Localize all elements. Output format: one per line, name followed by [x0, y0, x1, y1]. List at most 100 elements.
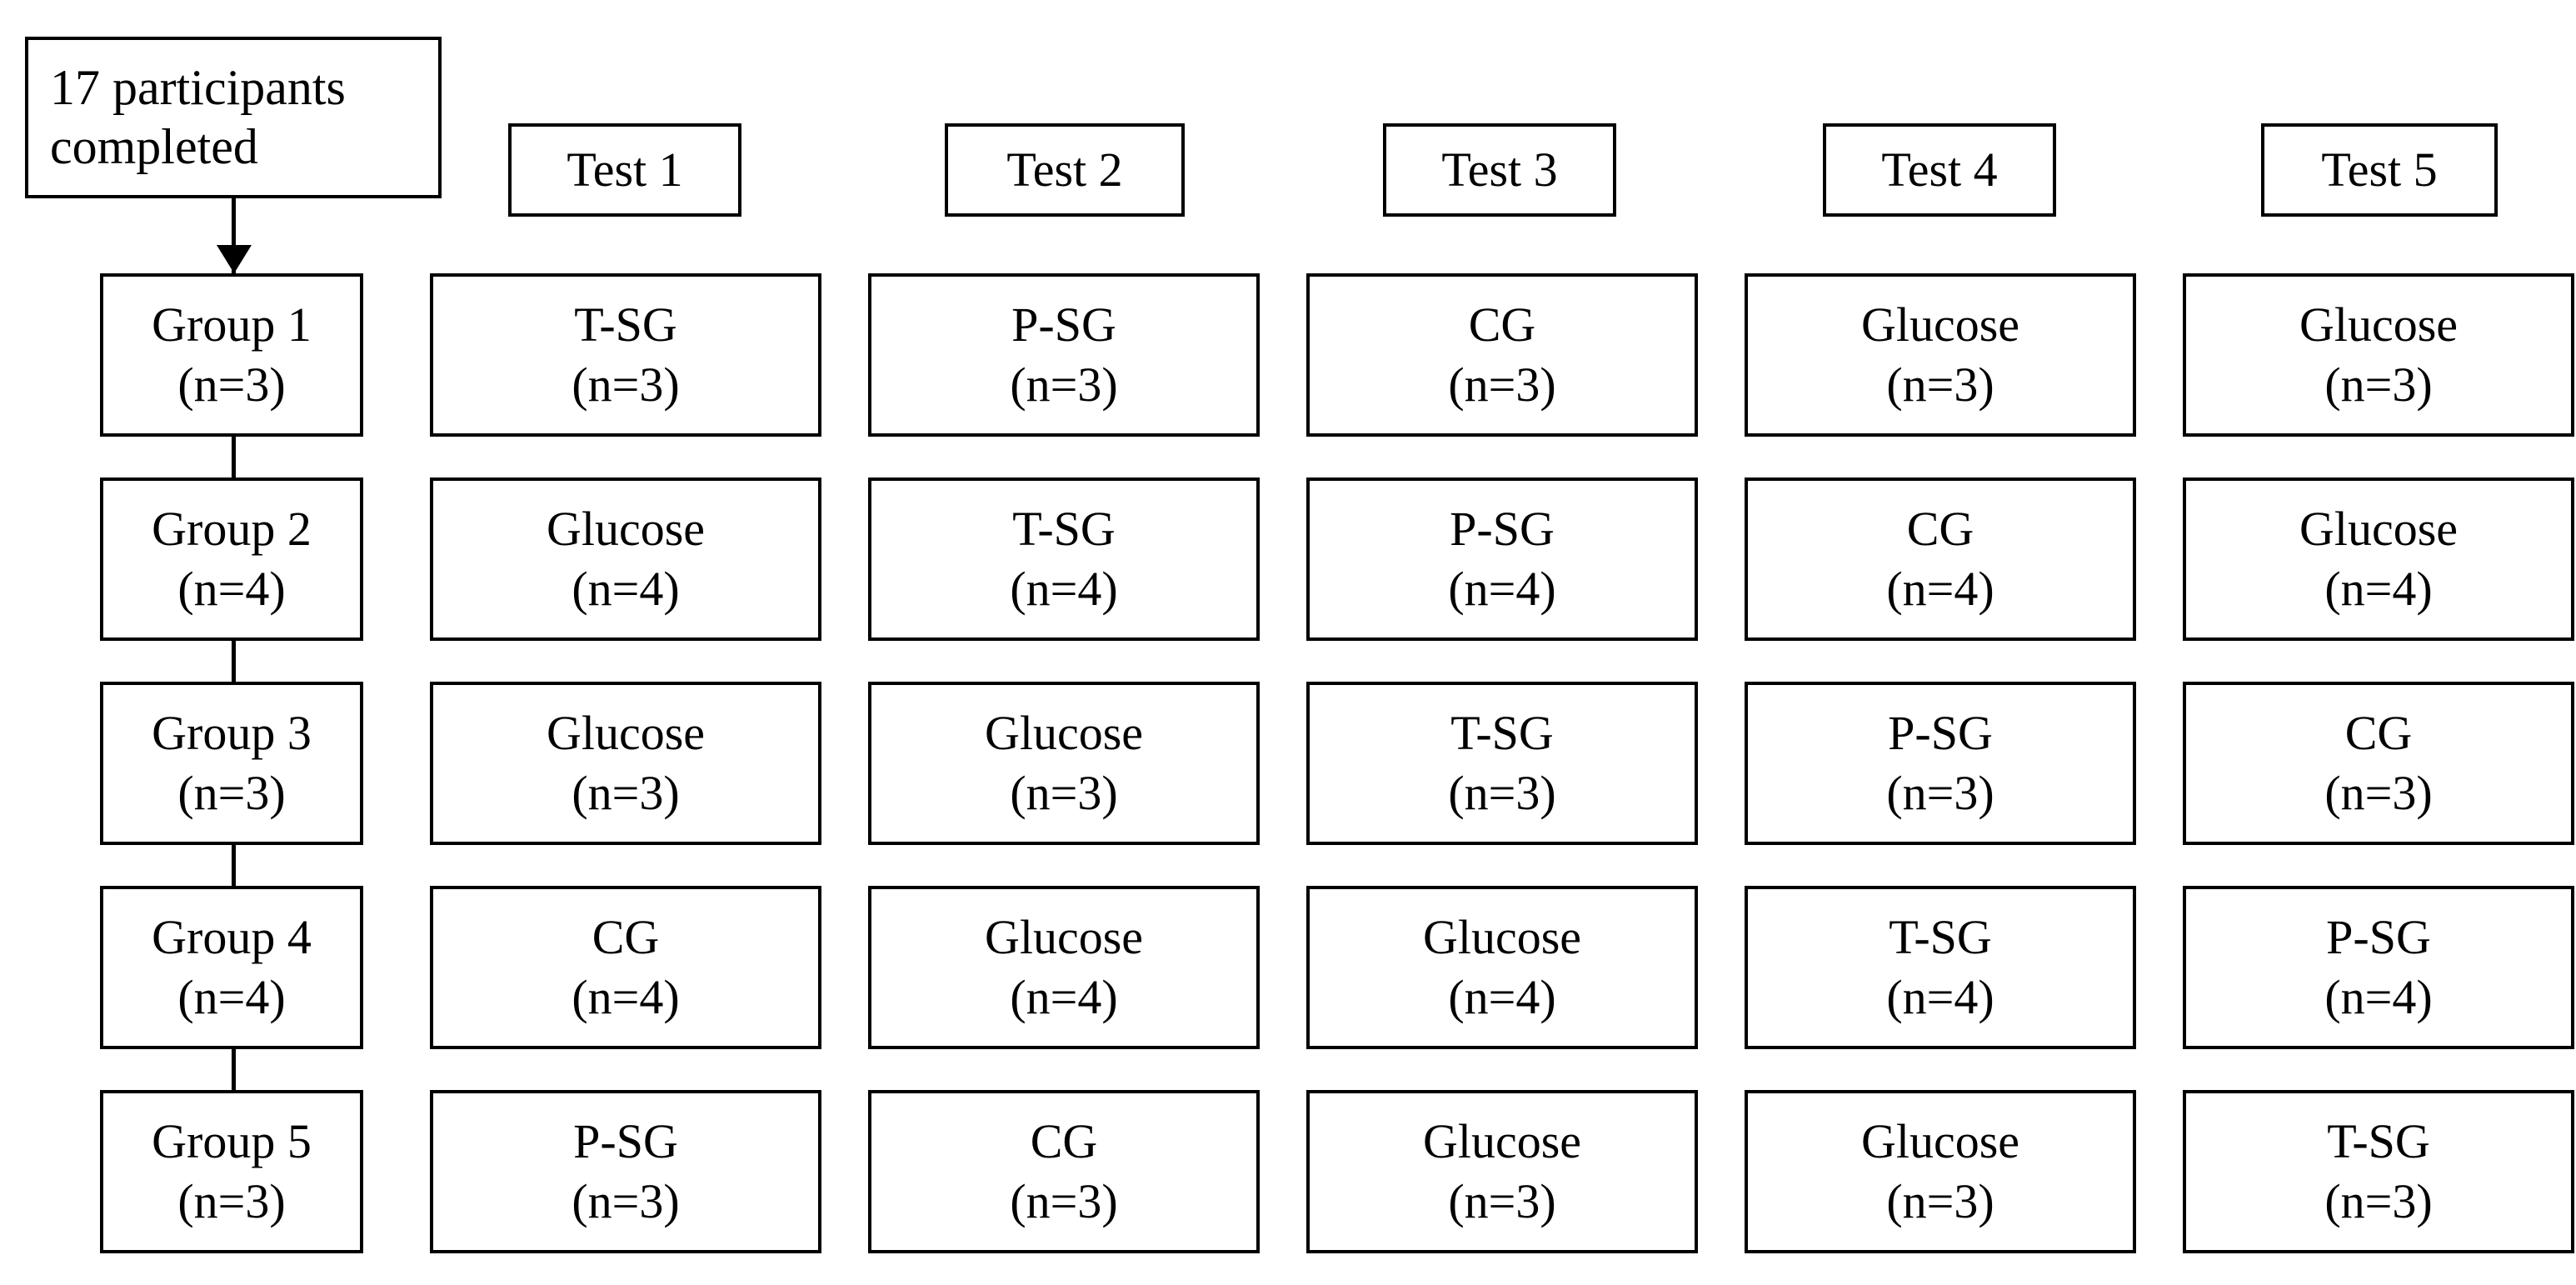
test-header-label-3: Test 3	[1441, 142, 1558, 197]
group-n-3: (n=3)	[177, 766, 286, 820]
cell-group-1-test-1: T-SG (n=3)	[430, 273, 821, 437]
cell-group-1-test-5: Glucose (n=3)	[2183, 273, 2574, 437]
arrow-head-source-to-group-1	[217, 245, 252, 273]
test-header-label-2: Test 2	[1006, 142, 1123, 197]
source-line-1: 17 participants	[50, 60, 346, 116]
group-box-5: Group 5 (n=3)	[100, 1090, 363, 1253]
connector-group-3-to-group-4	[232, 845, 236, 892]
cell-treatment-g3-t5: CG	[2344, 705, 2413, 760]
cell-n-g2-t4: (n=4)	[1886, 562, 1994, 616]
group-box-4: Group 4 (n=4)	[100, 886, 363, 1049]
cell-treatment-g3-t1: Glucose	[546, 705, 706, 760]
cell-n-g3-t2: (n=3)	[1010, 766, 1118, 820]
group-name-1: Group 1	[152, 297, 312, 352]
cell-n-g1-t1: (n=3)	[572, 358, 680, 412]
cell-group-3-test-2: Glucose (n=3)	[868, 682, 1260, 845]
cell-n-g1-t2: (n=3)	[1010, 358, 1118, 412]
cell-group-5-test-5: T-SG (n=3)	[2183, 1090, 2574, 1253]
group-n-5: (n=3)	[177, 1174, 286, 1228]
cell-group-5-test-1: P-SG (n=3)	[430, 1090, 821, 1253]
group-n-4: (n=4)	[177, 970, 286, 1024]
cell-n-g3-t4: (n=3)	[1886, 766, 1994, 820]
group-name-5: Group 5	[152, 1113, 312, 1168]
cell-treatment-g4-t1: CG	[592, 909, 660, 964]
connector-group-4-to-group-5	[232, 1049, 236, 1096]
cell-group-1-test-2: P-SG (n=3)	[868, 273, 1260, 437]
cell-treatment-g2-t2: T-SG	[1012, 501, 1116, 556]
cell-group-3-test-1: Glucose (n=3)	[430, 682, 821, 845]
test-header-box-1: Test 1	[508, 123, 741, 217]
cell-n-g1-t5: (n=3)	[2324, 358, 2433, 412]
cell-treatment-g1-t3: CG	[1468, 297, 1536, 352]
cell-n-g4-t1: (n=4)	[572, 970, 680, 1024]
cell-n-g5-t3: (n=3)	[1448, 1174, 1556, 1228]
connector-group-2-to-group-3	[232, 641, 236, 688]
cell-n-g5-t4: (n=3)	[1886, 1174, 1994, 1228]
cell-n-g5-t5: (n=3)	[2324, 1174, 2433, 1228]
test-header-label-1: Test 1	[567, 142, 683, 197]
cell-treatment-g5-t2: CG	[1030, 1113, 1098, 1168]
cell-treatment-g3-t2: Glucose	[984, 705, 1144, 760]
cell-treatment-g5-t3: Glucose	[1422, 1113, 1582, 1168]
cell-treatment-g4-t4: T-SG	[1889, 909, 1992, 964]
group-box-1: Group 1 (n=3)	[100, 273, 363, 437]
cell-group-5-test-4: Glucose (n=3)	[1745, 1090, 2136, 1253]
cell-n-g3-t5: (n=3)	[2324, 766, 2433, 820]
cell-group-3-test-5: CG (n=3)	[2183, 682, 2574, 845]
connector-group-1-to-group-2	[232, 437, 236, 483]
group-name-3: Group 3	[152, 705, 312, 760]
cell-group-2-test-2: T-SG (n=4)	[868, 478, 1260, 641]
cell-treatment-g1-t5: Glucose	[2299, 297, 2459, 352]
group-name-2: Group 2	[152, 501, 312, 556]
cell-group-3-test-4: P-SG (n=3)	[1745, 682, 2136, 845]
test-header-box-2: Test 2	[945, 123, 1185, 217]
cell-group-5-test-2: CG (n=3)	[868, 1090, 1260, 1253]
cell-group-4-test-1: CG (n=4)	[430, 886, 821, 1049]
group-box-2: Group 2 (n=4)	[100, 478, 363, 641]
source-line-2: completed	[50, 119, 258, 174]
cell-group-2-test-5: Glucose (n=4)	[2183, 478, 2574, 641]
cell-group-3-test-3: T-SG (n=3)	[1306, 682, 1698, 845]
cell-group-2-test-4: CG (n=4)	[1745, 478, 2136, 641]
cell-n-g2-t3: (n=4)	[1448, 562, 1556, 616]
cell-n-g4-t4: (n=4)	[1886, 970, 1994, 1024]
cell-treatment-g3-t3: T-SG	[1450, 705, 1554, 760]
cell-n-g3-t1: (n=3)	[572, 766, 680, 820]
cell-treatment-g4-t3: Glucose	[1422, 909, 1582, 964]
cell-group-2-test-1: Glucose (n=4)	[430, 478, 821, 641]
source-box-participants-completed: 17 participants completed	[25, 37, 442, 198]
cell-group-1-test-3: CG (n=3)	[1306, 273, 1698, 437]
cell-n-g5-t2: (n=3)	[1010, 1174, 1118, 1228]
cell-treatment-g2-t1: Glucose	[546, 501, 706, 556]
test-header-box-4: Test 4	[1823, 123, 2056, 217]
cell-treatment-g4-t2: Glucose	[984, 909, 1144, 964]
cell-treatment-g5-t5: T-SG	[2327, 1113, 2430, 1168]
group-box-3: Group 3 (n=3)	[100, 682, 363, 845]
cell-n-g4-t5: (n=4)	[2324, 970, 2433, 1024]
cell-group-5-test-3: Glucose (n=3)	[1306, 1090, 1698, 1253]
test-header-box-5: Test 5	[2261, 123, 2498, 217]
cell-treatment-g2-t3: P-SG	[1450, 501, 1555, 556]
cell-treatment-g3-t4: P-SG	[1888, 705, 1993, 760]
group-n-1: (n=3)	[177, 358, 286, 412]
cell-treatment-g1-t1: T-SG	[574, 297, 677, 352]
cell-n-g2-t2: (n=4)	[1010, 562, 1118, 616]
test-header-label-5: Test 5	[2321, 142, 2438, 197]
group-n-2: (n=4)	[177, 562, 286, 616]
cell-group-4-test-2: Glucose (n=4)	[868, 886, 1260, 1049]
cell-treatment-g1-t2: P-SG	[1011, 297, 1116, 352]
cell-group-2-test-3: P-SG (n=4)	[1306, 478, 1698, 641]
cell-group-4-test-3: Glucose (n=4)	[1306, 886, 1698, 1049]
cell-group-4-test-4: T-SG (n=4)	[1745, 886, 2136, 1049]
cell-n-g1-t4: (n=3)	[1886, 358, 1994, 412]
cell-treatment-g4-t5: P-SG	[2326, 909, 2431, 964]
cell-group-4-test-5: P-SG (n=4)	[2183, 886, 2574, 1049]
cell-n-g1-t3: (n=3)	[1448, 358, 1556, 412]
cell-n-g4-t3: (n=4)	[1448, 970, 1556, 1024]
cell-treatment-g2-t5: Glucose	[2299, 501, 2459, 556]
cell-n-g4-t2: (n=4)	[1010, 970, 1118, 1024]
cell-treatment-g5-t4: Glucose	[1860, 1113, 2020, 1168]
arrow-shaft-source-to-group-1	[232, 198, 236, 273]
group-name-4: Group 4	[152, 909, 312, 964]
